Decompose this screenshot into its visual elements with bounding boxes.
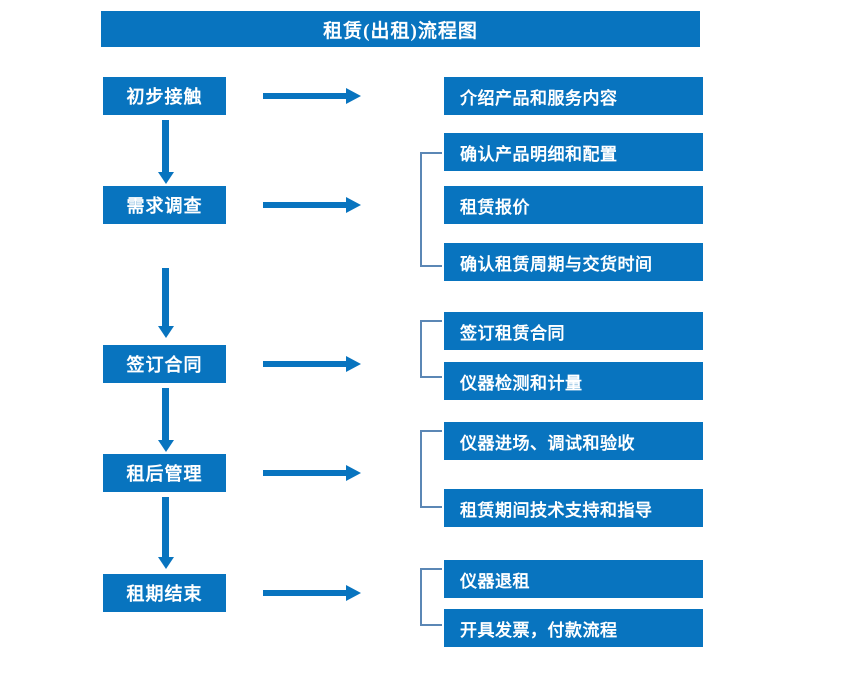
group-bracket-icon-sign-contract bbox=[420, 320, 442, 378]
arrow-shaft bbox=[162, 120, 169, 172]
diagram-title: 租赁(出租)流程图 bbox=[101, 11, 700, 47]
arrow-down-icon-management-to-end bbox=[157, 497, 175, 571]
detail-box-rental-quotation[interactable]: 租赁报价 bbox=[444, 186, 703, 224]
arrow-head bbox=[158, 326, 174, 338]
arrow-head bbox=[158, 440, 174, 452]
arrow-right-icon-post-rental bbox=[263, 464, 361, 482]
arrow-shaft bbox=[263, 202, 348, 208]
arrow-head bbox=[346, 465, 361, 481]
group-bracket-icon-post-rental bbox=[420, 430, 442, 508]
arrow-right-icon-demand-survey bbox=[263, 196, 361, 214]
detail-box-invoice-payment[interactable]: 开具发票，付款流程 bbox=[444, 609, 703, 647]
arrow-shaft bbox=[162, 388, 169, 440]
arrow-shaft bbox=[263, 470, 348, 476]
arrow-head bbox=[346, 88, 361, 104]
stage-box-sign-contract[interactable]: 签订合同 bbox=[103, 345, 226, 383]
arrow-head bbox=[346, 585, 361, 601]
arrow-shaft bbox=[263, 590, 348, 596]
detail-box-technical-support[interactable]: 租赁期间技术支持和指导 bbox=[444, 489, 703, 527]
arrow-head bbox=[346, 356, 361, 372]
detail-box-instrument-entry-commissioning[interactable]: 仪器进场、调试和验收 bbox=[444, 422, 703, 460]
detail-box-sign-rental-contract[interactable]: 签订租赁合同 bbox=[444, 312, 703, 350]
arrow-down-icon-contract-to-management bbox=[157, 388, 175, 452]
arrow-head bbox=[158, 172, 174, 184]
arrow-head bbox=[346, 197, 361, 213]
group-bracket-icon-demand-survey bbox=[420, 152, 442, 267]
arrow-shaft bbox=[263, 93, 348, 99]
stage-box-initial-contact[interactable]: 初步接触 bbox=[103, 77, 226, 115]
detail-box-instrument-return[interactable]: 仪器退租 bbox=[444, 560, 703, 598]
arrow-down-icon-contact-to-survey bbox=[157, 120, 175, 184]
arrow-right-icon-initial-contact bbox=[263, 87, 361, 105]
arrow-head bbox=[158, 557, 174, 569]
detail-box-confirm-period-delivery[interactable]: 确认租赁周期与交货时间 bbox=[444, 243, 703, 281]
detail-box-confirm-product-details[interactable]: 确认产品明细和配置 bbox=[444, 133, 703, 171]
arrow-right-icon-sign-contract bbox=[263, 355, 361, 373]
stage-box-demand-survey[interactable]: 需求调查 bbox=[103, 186, 226, 224]
detail-box-introduce-products[interactable]: 介绍产品和服务内容 bbox=[444, 77, 703, 115]
arrow-down-icon-survey-to-contract bbox=[157, 268, 175, 340]
arrow-shaft bbox=[162, 497, 169, 557]
stage-box-post-rental-management[interactable]: 租后管理 bbox=[103, 454, 226, 492]
stage-box-rental-end[interactable]: 租期结束 bbox=[103, 574, 226, 612]
arrow-shaft bbox=[263, 361, 348, 367]
group-bracket-icon-rental-end bbox=[420, 568, 442, 626]
detail-box-instrument-inspection[interactable]: 仪器检测和计量 bbox=[444, 362, 703, 400]
arrow-shaft bbox=[162, 268, 169, 326]
arrow-right-icon-rental-end bbox=[263, 584, 361, 602]
